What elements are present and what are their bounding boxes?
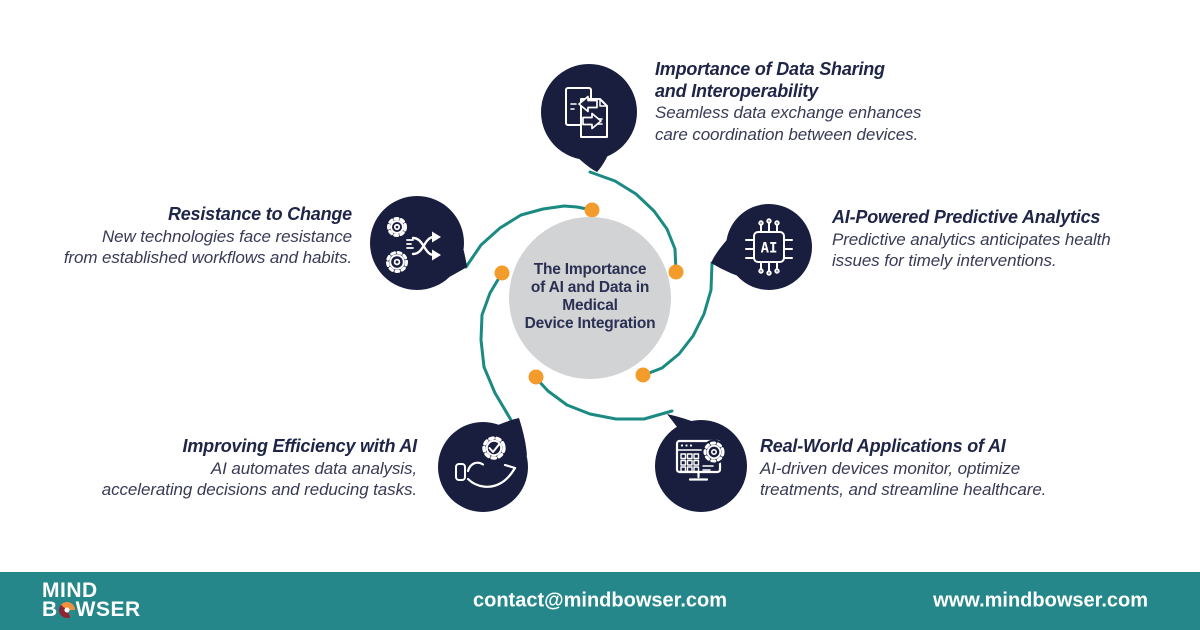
- dot-left: [494, 265, 510, 281]
- dot-bottom-left: [528, 369, 544, 385]
- documents-exchange-icon: [565, 87, 608, 138]
- dot-right: [668, 264, 684, 280]
- center-circle: [509, 217, 671, 379]
- arc-right-to-bottomright: [642, 261, 714, 377]
- node-description: AI-driven devices monitor, optimize trea…: [760, 458, 1047, 500]
- website-link[interactable]: www.mindbowser.com: [933, 589, 1148, 612]
- dot-bottom-right: [635, 367, 651, 383]
- center-title-line: Device Integration: [524, 315, 656, 332]
- center-title-line: of AI and Data in: [530, 279, 650, 296]
- footer-bar: MIND B WSER contact@mindbowser.com www.m…: [0, 572, 1200, 630]
- bubble-right: [726, 204, 812, 290]
- center-title: The Importance of AI and Data in Medical…: [490, 261, 690, 333]
- logo-swirl-icon: [58, 601, 75, 618]
- center-title-line: Medical: [562, 297, 618, 314]
- arc-left-to-top: [464, 204, 594, 269]
- node-title: Real-World Applications of AI: [760, 436, 1006, 456]
- gears-shuffle-icon: [386, 217, 441, 273]
- ai-chip-label: AI: [761, 241, 778, 257]
- hand-gear-icon: [455, 436, 517, 488]
- node-title: Improving Efficiency with AI: [182, 436, 418, 456]
- node-description: Seamless data exchange enhances care coo…: [655, 103, 922, 144]
- ai-chip-icon: AI: [745, 218, 793, 276]
- orange-dots: [494, 202, 684, 385]
- logo-line1: MIND: [42, 579, 98, 602]
- bubble-left: [370, 196, 464, 290]
- node-title: Resistance to Change: [167, 204, 352, 224]
- mindbowser-logo: MIND B WSER: [42, 579, 141, 621]
- node-description: Predictive analytics anticipates health …: [832, 229, 1111, 271]
- node-text-predictive-analytics: AI-Powered Predictive Analytics Predicti…: [832, 207, 1177, 272]
- center-title-line: The Importance: [533, 261, 647, 278]
- bubble-bottom-right: [655, 420, 747, 512]
- arc-bottomleft-to-left: [479, 271, 513, 422]
- arc-bottomright-to-bottomleft: [534, 376, 674, 421]
- node-description: New technologies face resistance from es…: [63, 226, 352, 268]
- node-title: Importance of Data Sharing and Interoper…: [655, 59, 885, 101]
- node-text-improving-efficiency: Improving Efficiency with AI AI automate…: [40, 436, 417, 501]
- monitor-gear-icon: [675, 439, 727, 481]
- node-text-resistance-to-change: Resistance to Change New technologies fa…: [40, 204, 352, 269]
- node-text-real-world-applications: Real-World Applications of AI AI-driven …: [760, 436, 1120, 501]
- dot-top: [584, 202, 600, 218]
- node-title: AI-Powered Predictive Analytics: [832, 207, 1101, 227]
- swirl-arcs: [464, 170, 714, 422]
- logo-line2: B WSER: [42, 598, 141, 621]
- bubble-bottom-left: [438, 422, 528, 512]
- node-text-data-sharing: Importance of Data Sharing and Interoper…: [655, 59, 995, 145]
- node-description: AI automates data analysis, accelerating…: [101, 458, 417, 500]
- arc-top-to-right: [588, 170, 678, 274]
- contact-email-link[interactable]: contact@mindbowser.com: [473, 589, 727, 612]
